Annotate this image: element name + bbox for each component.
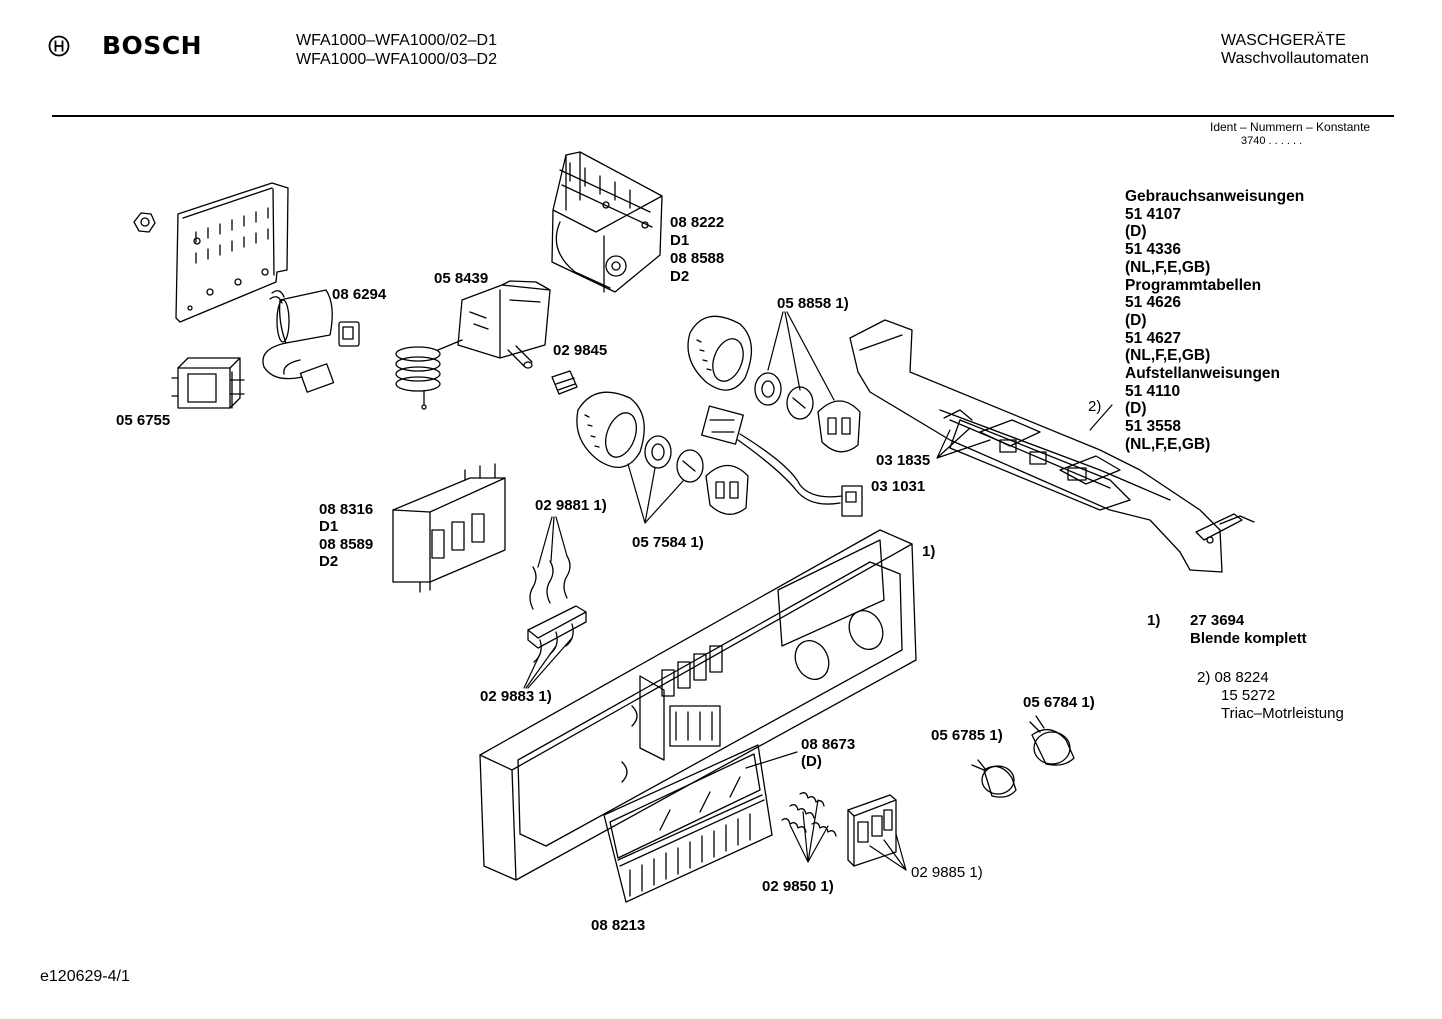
rotary-knob-part <box>1029 715 1075 766</box>
model-line-1: WFA1000–WFA1000/02–D1 <box>296 32 498 49</box>
part-number-label: 08 8222 <box>670 214 725 231</box>
category-subtitle: Waschvollautomaten <box>1221 50 1369 67</box>
part-number-label: 08 8213 <box>591 917 646 934</box>
doc-line: (D) <box>1125 311 1147 329</box>
part-variant-label: D2 <box>319 553 339 570</box>
part-number-label: 02 9881 1) <box>535 497 607 514</box>
doc-line: Aufstellanweisungen <box>1125 365 1281 383</box>
part-number-label: 05 6784 1) <box>1023 694 1095 711</box>
contact-spring-part <box>529 555 571 610</box>
knob-ring-part <box>754 372 782 406</box>
footnote2-line: 15 5272 <box>1221 687 1276 704</box>
ident-value: 3740 . . . . . . <box>1241 135 1303 147</box>
doc-line: (D) <box>1125 223 1147 241</box>
lamp-socket-part <box>551 370 578 395</box>
footnote2-line: 2) 08 8224 <box>1197 669 1269 686</box>
doc-line: (NL,F,E,GB) <box>1125 435 1211 453</box>
doc-line: (NL,F,E,GB) <box>1125 347 1211 365</box>
footnote1-marker: 1) <box>1147 612 1161 629</box>
part-number-label: 08 8673 <box>801 736 856 753</box>
switch-block-part <box>392 463 506 593</box>
knob-holder-part <box>817 400 861 453</box>
key-block-part <box>847 794 897 867</box>
part-number-label: 05 6785 1) <box>931 727 1003 744</box>
doc-line: 51 4627 <box>1125 329 1182 347</box>
doc-line: 51 3558 <box>1125 418 1182 436</box>
drawing-id: e120629-4/1 <box>40 968 130 985</box>
doc-line: Programmtabellen <box>1125 276 1262 294</box>
part-variant-label: (D) <box>801 753 822 770</box>
coil-spring-part <box>781 792 837 837</box>
part-number-label: 02 9885 1) <box>911 864 983 881</box>
part-number-label: 02 9850 1) <box>762 878 834 895</box>
part-number-label: 05 7584 1) <box>632 534 704 551</box>
part-number-label: 03 1031 <box>871 478 926 495</box>
knob-ring-part <box>644 435 672 469</box>
knob-ring-part <box>786 386 814 420</box>
hex-nut-part <box>133 212 156 233</box>
part-number-label: 05 8858 1) <box>777 295 849 312</box>
electronic-board-part <box>849 319 1255 573</box>
doc-line: 51 4336 <box>1125 241 1182 259</box>
doc-line: 51 4626 <box>1125 294 1182 312</box>
callout-marker: 2) <box>1088 398 1102 415</box>
model-line-2: WFA1000–WFA1000/03–D2 <box>296 51 498 68</box>
connector-cable-part <box>701 405 863 517</box>
part-number-label: 05 6755 <box>116 412 171 429</box>
choke-part <box>171 357 245 409</box>
part-variant-label: D2 <box>670 268 690 285</box>
doc-line: (D) <box>1125 400 1147 418</box>
rotary-knob-part <box>971 759 1017 798</box>
push-button-part <box>527 605 587 663</box>
part-number-label: 08 8316 <box>319 501 374 518</box>
callout-marker: 1) <box>922 543 936 560</box>
knob-holder-part <box>705 464 749 515</box>
documents-list: Gebrauchsanweisungen 51 4107 (D) 51 4336… <box>1125 188 1304 454</box>
capacitor-part <box>262 289 360 393</box>
footnote2-line: Triac–Motrleistung <box>1221 705 1344 722</box>
mounting-bracket-part <box>175 182 289 323</box>
panel-flap-part <box>603 744 773 903</box>
doc-line: 51 4107 <box>1125 205 1182 223</box>
doc-line: 51 4110 <box>1125 382 1181 400</box>
leader-lines <box>523 311 1113 871</box>
part-number-label: 05 8439 <box>434 270 489 287</box>
bosch-logo-icon <box>48 35 70 57</box>
footnote1-text: Blende komplett <box>1190 630 1307 647</box>
doc-line: (NL,F,E,GB) <box>1125 258 1211 276</box>
footnote1-number: 27 3694 <box>1190 612 1245 629</box>
brand-name: BOSCH <box>102 31 203 60</box>
category-title: WASCHGERÄTE <box>1221 32 1346 49</box>
selector-knob-part <box>687 315 752 391</box>
part-number-label: 02 9883 1) <box>480 688 552 705</box>
part-number-label: 02 9845 <box>553 342 608 359</box>
header-rule <box>52 115 1394 117</box>
part-number-label: 08 8589 <box>319 536 374 553</box>
part-number-label: 08 6294 <box>332 286 387 303</box>
heater-coil-part <box>395 339 463 410</box>
part-variant-label: D1 <box>670 232 690 249</box>
ident-label: Ident – Nummern – Konstante <box>1210 120 1371 134</box>
pressure-switch-part <box>457 280 551 369</box>
selector-knob-part <box>576 391 645 468</box>
doc-line: Gebrauchsanweisungen <box>1125 188 1305 205</box>
knob-ring-part <box>676 449 704 483</box>
part-number-label: 03 1835 <box>876 452 931 469</box>
program-timer-part <box>551 151 663 293</box>
part-number-label: 08 8588 <box>670 250 725 267</box>
front-panel-part <box>479 529 917 881</box>
part-variant-label: D1 <box>319 518 339 535</box>
